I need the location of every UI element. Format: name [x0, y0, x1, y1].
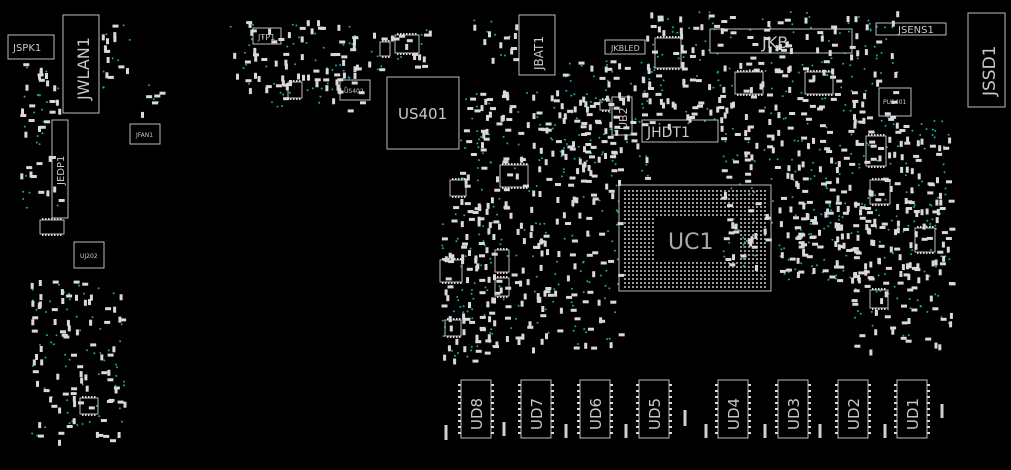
connector-jkbled-label: JKBLED: [610, 44, 640, 53]
connector-jedp1-label: JEDP1: [56, 156, 67, 186]
memory-chip-ud8[interactable]: UD8: [458, 379, 494, 439]
connector-jwlan1[interactable]: JWLAN1: [62, 14, 100, 114]
memory-chip-ud3[interactable]: UD3: [775, 379, 811, 439]
chip-uj202-label: UJ202: [80, 253, 98, 260]
memory-chip-label: UD4: [725, 398, 743, 430]
memory-chip-label: UD6: [587, 398, 605, 430]
memory-chip-ud4[interactable]: UD4: [715, 379, 751, 439]
memory-chip-ud1[interactable]: UD1: [894, 379, 930, 439]
connector-jfan1[interactable]: JFAN1: [129, 123, 161, 145]
memory-chip-label: UD2: [845, 398, 863, 430]
connector-jbat1[interactable]: JBAT1: [518, 14, 556, 76]
chip-us401[interactable]: US401: [386, 76, 460, 150]
connector-jssd1[interactable]: JSSD1: [967, 12, 1006, 108]
memory-chip-label: UD8: [468, 398, 486, 430]
memory-chip-ud6[interactable]: UD6: [577, 379, 613, 439]
memory-chip-ud2[interactable]: UD2: [835, 379, 871, 439]
chip-ub2[interactable]: UB2: [611, 96, 633, 136]
chip-us402-label: US402: [344, 88, 364, 95]
pad-layer: [39, 33, 944, 440]
connector-jhdt1[interactable]: JHDT1: [641, 119, 719, 143]
memory-chip-ud7[interactable]: UD7: [518, 379, 554, 439]
memory-chip-label: UD1: [904, 398, 922, 430]
connector-jbat1-label: JBAT1: [532, 36, 546, 71]
connector-jfan1-label: JFAN1: [135, 132, 153, 139]
uc1-ball-grid: [624, 190, 766, 288]
chip-uc1[interactable]: UC1: [618, 184, 772, 292]
memory-chip-label: UD5: [646, 398, 664, 430]
connector-jkbled[interactable]: JKBLED: [604, 39, 646, 55]
connector-jspk1-label: JSPK1: [12, 43, 41, 54]
chip-ub2-label: UB2: [617, 107, 630, 130]
memory-chip-label: UD3: [785, 398, 803, 430]
memory-chip-ud5[interactable]: UD5: [636, 379, 672, 439]
connector-jspk1[interactable]: JSPK1: [7, 34, 55, 60]
chip-uc1-label: UC1: [668, 230, 713, 255]
small-components: [20, 11, 956, 446]
connector-jtp1-label: JTP1: [257, 33, 275, 42]
connector-jsens1[interactable]: JSENS1: [875, 22, 947, 36]
via-layer: [22, 11, 951, 437]
connector-jwlan1-label: JWLAN1: [74, 37, 93, 101]
chip-uj202[interactable]: UJ202: [73, 241, 105, 269]
connector-jsens1-label: JSENS1: [897, 25, 934, 36]
chip-us401-label: US401: [398, 105, 447, 123]
connector-jssd1-label: JSSD1: [980, 45, 1000, 97]
memory-chip-label: UD7: [528, 398, 546, 430]
memory-row: UD8 UD7 UD6 UD5 UD4 UD3 UD2 UD1: [458, 379, 930, 439]
connector-jhdt1-label: JHDT1: [646, 125, 690, 141]
connector-jtp1[interactable]: JTP1: [252, 27, 282, 45]
connector-jedp1[interactable]: JEDP1: [51, 119, 69, 219]
